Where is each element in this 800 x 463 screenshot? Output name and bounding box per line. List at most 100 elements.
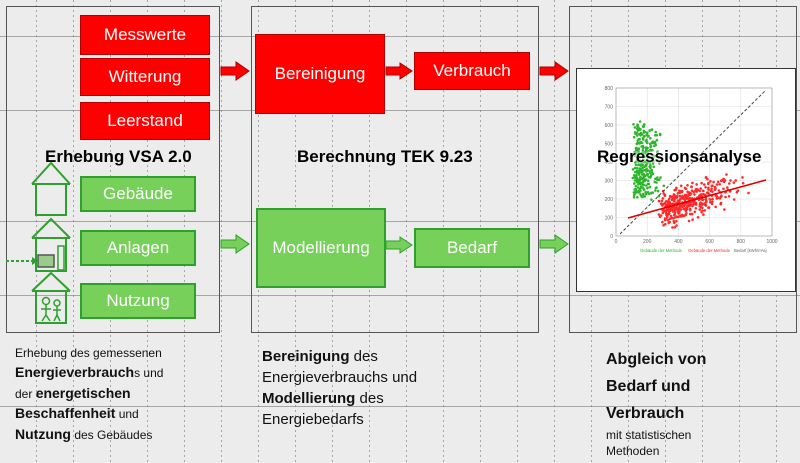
description-survey-line-2: Energieverbrauchs und (15, 364, 163, 382)
scatter-point-red (709, 180, 712, 183)
description-survey-line-3: der energetischen (15, 385, 163, 403)
scatter-point-red (693, 193, 696, 196)
scatter-point-green (659, 176, 662, 179)
scatter-point-red (678, 205, 681, 209)
scatter-point-red (675, 194, 679, 198)
scatter-point-green (634, 176, 638, 179)
scatter-point-green (638, 142, 641, 145)
mini-chart-ytick-label: 500 (605, 142, 614, 148)
scatter-point-green (656, 178, 659, 181)
process-label-modellierung: Modellierung (272, 238, 370, 257)
mini-chart-ytick-label: 300 (605, 179, 614, 185)
scatter-point-green (638, 120, 642, 123)
scatter-point-red (670, 198, 674, 202)
scatter-point-red (666, 218, 670, 222)
scatter-point-red (741, 176, 744, 179)
process-label-verbrauch: Verbrauch (433, 61, 511, 80)
mini-chart-ytick-label: 0 (610, 234, 613, 240)
description-survey-line-5: Nutzung des Gebäudes (15, 426, 163, 444)
scatter-point-green (643, 130, 647, 134)
mini-chart-legend-axis: Bedarf [kWh/m²a] (734, 248, 767, 253)
scatter-point-red (703, 202, 707, 205)
scatter-point-red (673, 193, 676, 197)
scatter-point-red (698, 205, 701, 208)
scatter-point-green (632, 123, 635, 126)
heading-survey: Erhebung VSA 2.0 (45, 147, 192, 166)
scatter-point-red (715, 197, 718, 200)
scatter-point-red (728, 182, 731, 185)
scatter-point-green (635, 180, 639, 184)
scatter-point-red (679, 208, 683, 211)
scatter-point-red (673, 208, 676, 211)
scatter-point-red (694, 187, 698, 191)
scatter-point-red (710, 184, 714, 188)
source-box-nutzung: Nutzung (80, 283, 196, 319)
scatter-point-red (717, 196, 721, 199)
description-calc-text-3: des (355, 390, 384, 407)
process-label-bedarf: Bedarf (446, 238, 498, 257)
scatter-point-red (698, 194, 701, 198)
scatter-point-red (661, 197, 665, 200)
scatter-point-red (673, 197, 677, 200)
scatter-point-green (650, 198, 653, 201)
scatter-point-red (675, 224, 678, 227)
survey-panel (6, 6, 220, 333)
scatter-point-red (722, 178, 726, 181)
mini-chart-legend-red: Gebäude der Methode (688, 248, 731, 253)
scatter-point-red (710, 187, 713, 191)
description-survey-text-2: s und (134, 366, 164, 380)
scatter-point-red (693, 210, 697, 214)
scatter-point-green (634, 190, 638, 193)
scatter-point-green (656, 189, 660, 193)
scatter-point-red (673, 188, 676, 192)
source-label-messwerte: Messwerte (103, 25, 187, 44)
scatter-point-red (678, 194, 682, 198)
scatter-point-green (651, 162, 655, 165)
scatter-point-green (658, 162, 661, 165)
heading-calculation: Berechnung TEK 9.23 (297, 147, 473, 166)
arrow-green-to-regression (539, 234, 569, 254)
scatter-point-green (640, 141, 644, 145)
source-box-gebaeude: Gebäude (80, 176, 196, 212)
process-box-modellierung: Modellierung (256, 208, 386, 288)
scatter-point-green (649, 192, 653, 195)
process-box-bereinigung: Bereinigung (255, 34, 385, 114)
description-calc-line-4: Energiebedarfs (262, 411, 364, 428)
scatter-point-green (633, 154, 636, 158)
scatter-point-red (692, 203, 695, 206)
scatter-point-red (667, 197, 671, 201)
scatter-point-red (725, 173, 728, 176)
scatter-point-red (687, 219, 691, 223)
scatter-point-green (639, 131, 643, 135)
scatter-point-green (635, 166, 639, 170)
scatter-point-red (704, 186, 707, 189)
arrow-red-to-calculation (220, 61, 250, 81)
scatter-point-red (707, 188, 710, 191)
scatter-point-green (654, 186, 658, 190)
scatter-point-red (707, 206, 711, 209)
scatter-point-red (694, 207, 698, 210)
scatter-point-red (683, 186, 687, 190)
scatter-point-red (741, 181, 745, 185)
scatter-point-red (747, 191, 750, 195)
description-survey-term-3: Beschaffenheit (15, 405, 116, 421)
scatter-point-red (676, 208, 680, 212)
scatter-point-green (657, 156, 660, 159)
scatter-point-green (634, 163, 638, 167)
scatter-point-red (727, 195, 731, 198)
process-label-bereinigung: Bereinigung (274, 64, 366, 83)
scatter-point-green (642, 125, 645, 129)
scatter-point-green (646, 182, 650, 186)
heading-regression: Regressionsanalyse (597, 147, 762, 166)
scatter-point-red (671, 195, 674, 198)
scatter-point-green (634, 146, 638, 150)
scatter-point-green (640, 173, 644, 176)
scatter-point-green (633, 126, 637, 129)
description-calc-term-2: Modellierung (262, 390, 356, 407)
mini-chart-xtick-label: 1000 (766, 239, 777, 245)
scatter-point-red (668, 203, 672, 206)
scatter-point-red (732, 181, 736, 184)
scatter-point-red (667, 221, 670, 225)
scatter-point-red (671, 202, 674, 206)
